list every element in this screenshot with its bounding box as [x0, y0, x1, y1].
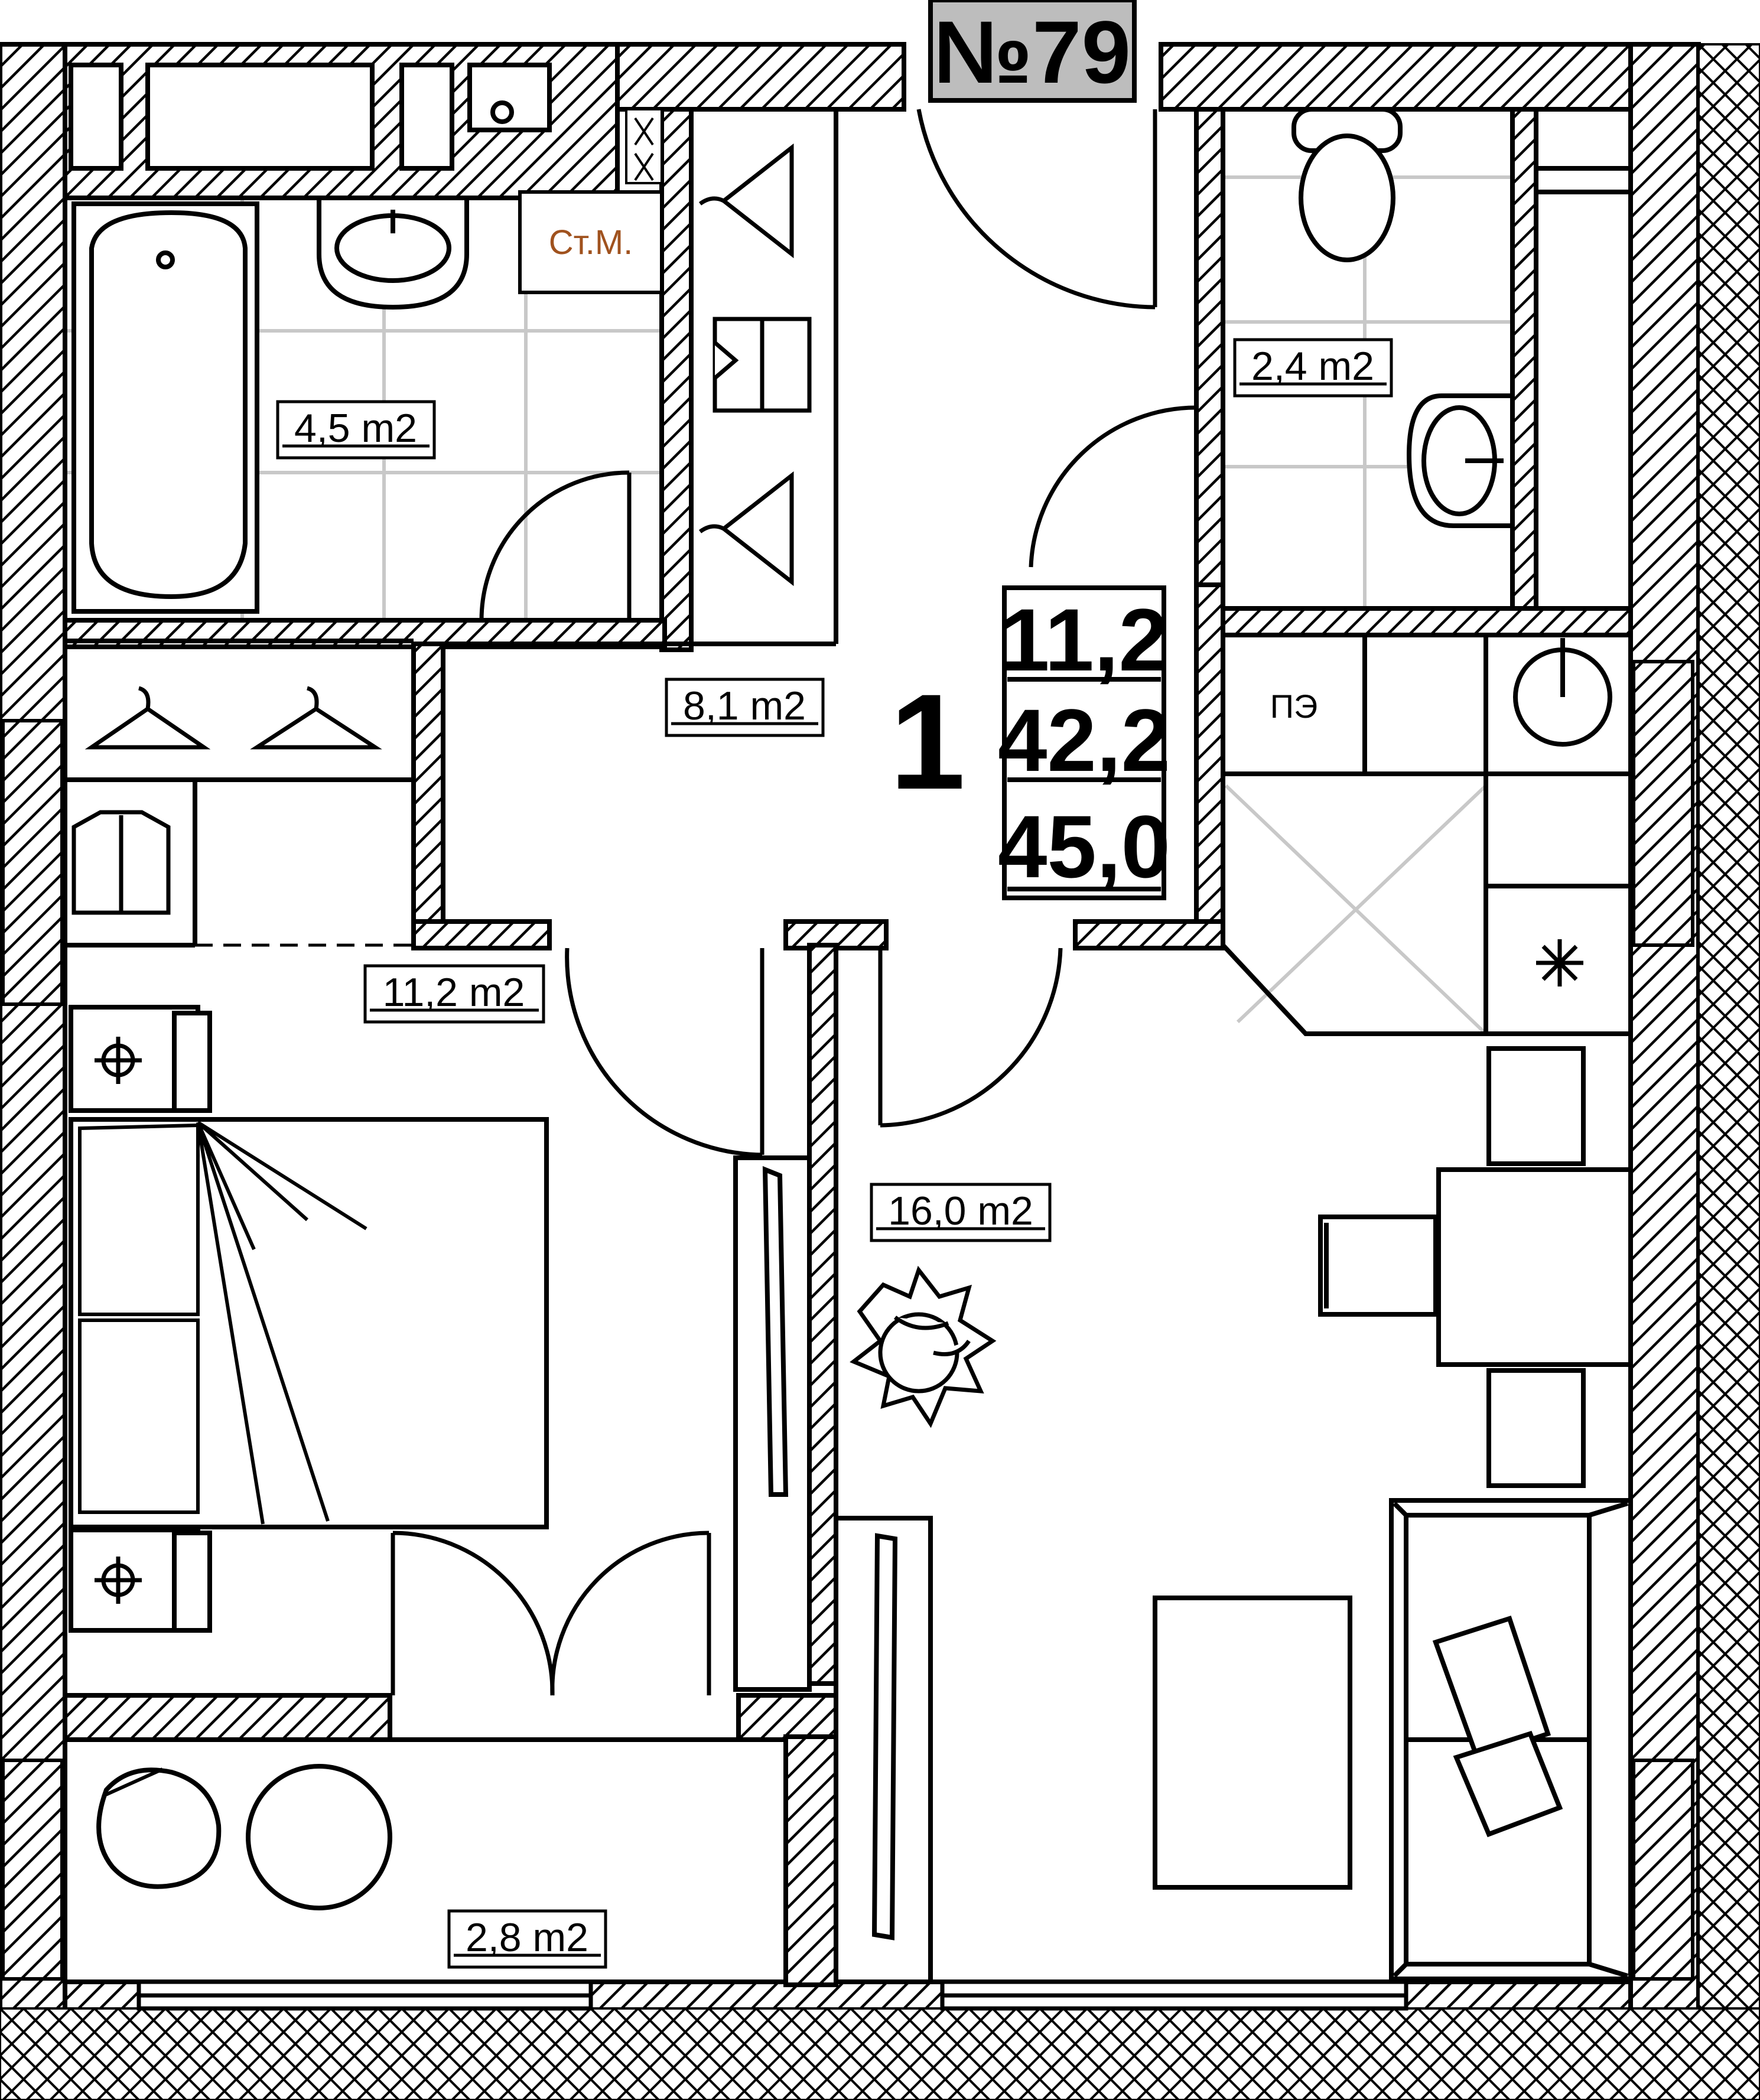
coffee-table [1153, 1596, 1352, 1890]
water-meter: Ст.М. [518, 190, 663, 294]
shaft-cross-icon [634, 117, 654, 181]
kitchen-living-area-label: 16,0 m2 [888, 1189, 1033, 1233]
plant-icon [850, 1265, 997, 1428]
hanger-icon [698, 143, 794, 587]
area-without-balcony-value: 42,2 [998, 691, 1170, 790]
shaft [625, 108, 663, 184]
kitchen-counter [1362, 633, 1612, 776]
toilet-sink [1406, 393, 1515, 528]
total-area-value: 45,0 [998, 797, 1170, 896]
room-borders [65, 109, 1631, 1985]
bathroom-area-label: 4,5 m2 [294, 406, 417, 451]
wardrobe [733, 1155, 933, 1984]
apartment-number-badge: №79 [928, 0, 1137, 103]
bottom-wall-insulation [0, 2007, 1760, 2100]
toilet [1291, 107, 1403, 262]
hanger-icon [84, 686, 382, 750]
dining-set [1318, 1046, 1633, 1488]
bedside-lamp-icon [95, 1037, 142, 1604]
sofa [1389, 1498, 1633, 1981]
doors [391, 109, 1199, 1696]
bedroom-area-label: 11,2 m2 [383, 970, 525, 1015]
bathtub [71, 201, 259, 614]
kitchen-tiles [1224, 784, 1488, 1036]
rooms-count: 1 [890, 666, 965, 818]
window-icon [136, 1979, 1408, 2011]
hall-area-label: 8,1 m2 [683, 683, 806, 728]
living-area-value: 11,2 [1000, 590, 1168, 689]
power-outlet-icon [1536, 939, 1583, 986]
apartment-summary: 11,2 42,2 45,0 [998, 585, 1170, 900]
electric-stove-label: ПЭ [1270, 688, 1318, 725]
balcony-area-label: 2,8 m2 [466, 1915, 588, 1960]
room-labels: 4,5 m2 2,4 m2 8,1 m2 11,2 m2 16,0 m2 2,8… [276, 338, 1393, 1969]
toilet-area-label: 2,4 m2 [1251, 344, 1374, 389]
shirt-icon [71, 810, 171, 915]
electric-stove: ПЭ [1270, 688, 1318, 725]
upper-windows [69, 63, 1633, 611]
apartment-number: №79 [933, 2, 1131, 102]
balcony-furniture [96, 1764, 392, 1910]
water-meter-label: Ст.М. [549, 223, 633, 262]
shirt-icon [713, 317, 812, 413]
outer-wall-insulation [1697, 43, 1760, 2100]
wall-openings [1, 660, 1694, 1981]
bathroom-sink [317, 196, 469, 310]
bed [69, 1005, 549, 1633]
